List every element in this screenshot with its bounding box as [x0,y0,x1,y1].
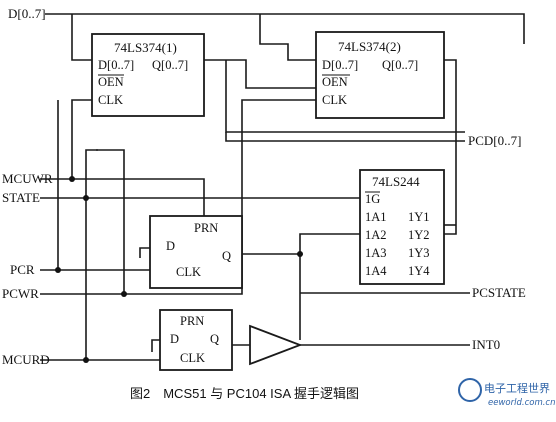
junction-dot [83,357,89,363]
data-bus-wire [45,13,525,61]
ff1-pin-d: D [166,239,175,253]
junction-dot [297,251,303,257]
ff1-q-wire [242,233,360,340]
latch1-q-wire [202,59,465,133]
latch2-q-wire [444,59,457,235]
junction-dot [69,176,75,182]
buffer-pin-y4: 1Y4 [408,264,430,278]
buffer-pin-y3: 1Y3 [408,246,430,260]
mcuwr-wire [40,99,205,232]
ff1-pin-prn: PRN [194,221,218,235]
watermark-brand: 电子工程世界 [484,382,550,395]
pcwr-wire [40,99,318,295]
buffer-pin-y2: 1Y2 [408,228,430,242]
buffer-pin-a4: 1A4 [365,264,387,278]
buffer-pin-a1: 1A1 [365,210,387,224]
pcd-bus-wire [225,132,465,142]
latch1-pin-oen: OEN [98,75,124,89]
label-int0: INT0 [472,337,500,352]
ff1-pin-clk: CLK [176,265,201,279]
mcurd-wire [40,149,160,361]
ff2-pin-d: D [170,332,179,346]
junctions [55,176,303,363]
label-mcurd: MCURD [2,352,50,367]
flipflop2: PRN D Q CLK [159,309,233,371]
buffer-pin-a3: 1A3 [365,246,387,260]
ff2-pin-clk: CLK [180,351,205,365]
label-pcwr: PCWR [2,286,39,301]
buffer-chip: 74LS244 1G 1A1 1A2 1A3 1A4 1Y1 1Y2 1Y3 1… [359,169,445,285]
latch2-pin-clk: CLK [322,93,347,107]
latch2-pin-q: Q[0..7] [382,58,418,72]
buffer-body [359,169,445,285]
latch1-chip: 74LS374(1) D[0..7] Q[0..7] OEN CLK [91,33,205,117]
figure-caption: 图2 MCS51 与 PC104 ISA 握手逻辑图 [130,386,359,401]
latch2-chip: 74LS374(2) D[0..7] Q[0..7] OEN CLK [315,31,445,119]
latch1-title: 74LS374(1) [114,40,177,55]
pcr-wire [40,100,150,271]
ff1-d-tie [139,247,150,258]
ff2-pin-q: Q [210,332,219,346]
output-buffer-triangle [249,324,303,366]
label-pcr: PCR [10,262,35,277]
ff1-pin-q: Q [222,249,231,263]
watermark: 电子工程世界 eeworld.com.cn [458,378,555,408]
watermark-site: eeworld.com.cn [488,398,555,408]
watermark-logo-icon [458,378,482,402]
label-pcstate: PCSTATE [472,285,526,300]
flipflop1: PRN D Q CLK [149,215,243,289]
latch2-title: 74LS374(2) [338,39,401,54]
label-pcd-bus: PCD[0..7] [468,133,521,148]
buffer-pin-y1: 1Y1 [408,210,430,224]
ff1-body [149,215,243,289]
junction-dot [121,291,127,297]
latch1-pin-clk: CLK [98,93,123,107]
buffer-title: 74LS244 [372,174,420,189]
junction-dot [83,195,89,201]
ff2-pin-prn: PRN [180,314,204,328]
junction-dot [55,267,61,273]
buffer-pin-a2: 1A2 [365,228,387,242]
label-state: STATE [2,190,40,205]
ff2-d-tie [151,339,162,352]
buffer-pin-g: 1G [365,192,380,206]
label-data-bus: D[0..7] [8,6,46,21]
latch1-pin-d: D[0..7] [98,58,134,72]
ff2-body [159,309,233,371]
signal-labels: D[0..7] PCD[0..7] MCUWR STATE PCR PCWR M… [2,6,526,367]
latch2-pin-d: D[0..7] [322,58,358,72]
label-mcuwr: MCUWR [2,171,53,186]
latch2-pin-oen: OEN [322,75,348,89]
latch1-pin-q: Q[0..7] [152,58,188,72]
